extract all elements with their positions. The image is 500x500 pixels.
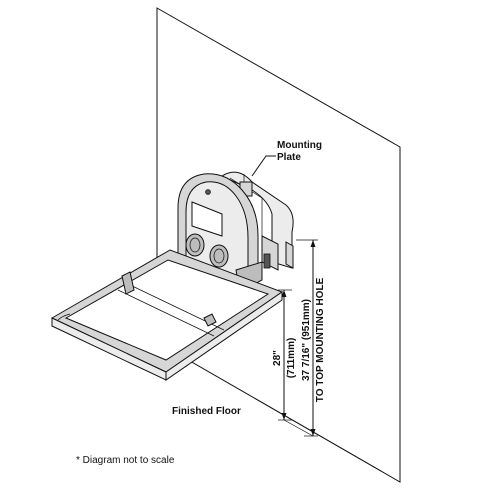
hole-caption-label: TO TOP MOUNTING HOLE <box>315 277 326 402</box>
height-metric-label: (711mm) <box>286 338 297 379</box>
strap-opening-right <box>209 244 229 268</box>
mounting-plate-label-line2: Plate <box>277 152 301 163</box>
hole-height-label: 37 7/16" (951mm) <box>301 299 312 381</box>
strap-opening-left <box>185 233 205 257</box>
height-imperial-label: 28" <box>272 350 283 366</box>
housing-button-icon <box>205 189 211 195</box>
mounting-plate-leader <box>251 155 276 177</box>
changing-bed <box>50 249 284 381</box>
finished-floor-label: Finished Floor <box>172 406 241 417</box>
mounting-plate-label-line1: Mounting <box>277 140 322 151</box>
scale-note: * Diagram not to scale <box>76 455 175 466</box>
dimension-lines <box>278 239 318 437</box>
instruction-window <box>191 201 223 237</box>
